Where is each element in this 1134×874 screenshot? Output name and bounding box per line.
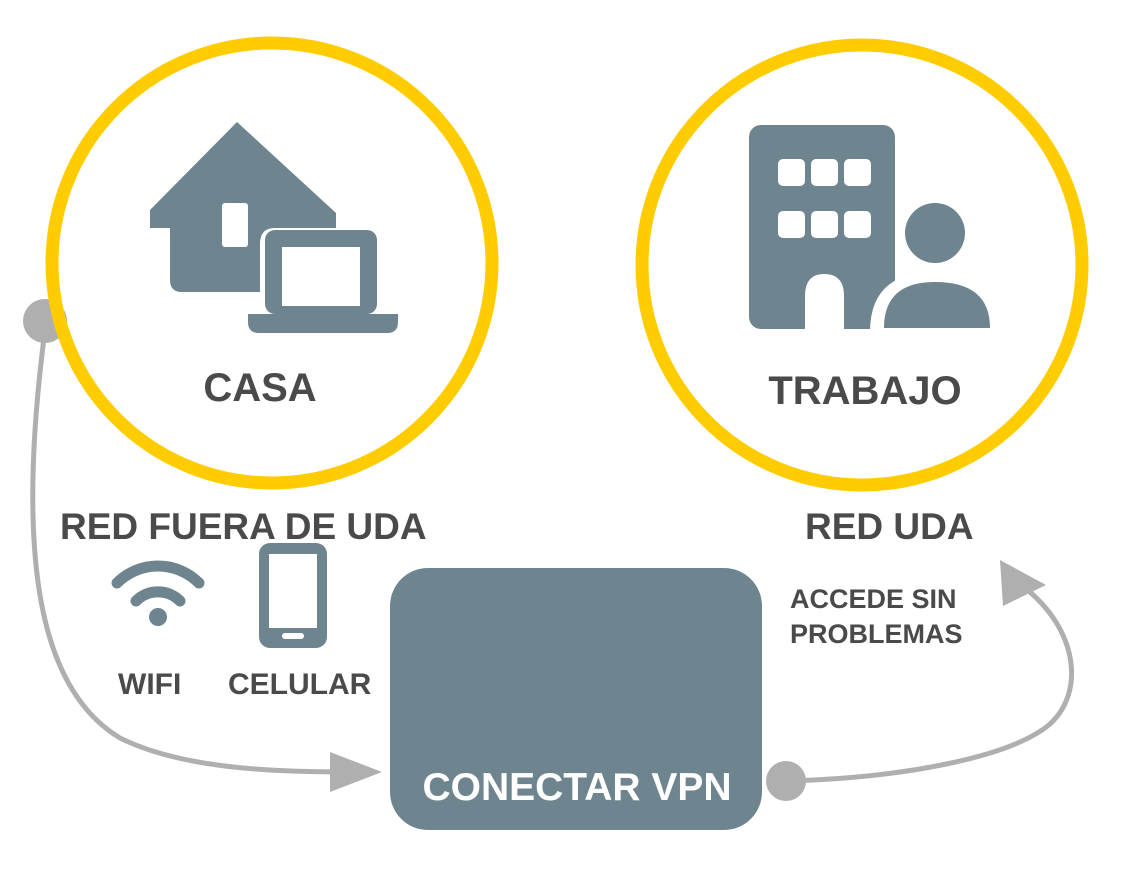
access-note: ACCEDE SIN PROBLEMAS [790, 582, 963, 651]
house-laptop-icon [150, 122, 398, 333]
work-title: TRABAJO [768, 369, 962, 413]
vpn-to-work-arrowhead [1000, 560, 1046, 606]
office-building-user-icon [749, 125, 1004, 332]
vpn-to-work-connector [783, 585, 1075, 784]
home-title: CASA [203, 366, 317, 410]
uda-network-label: RED UDA [805, 506, 974, 547]
access-note-line2: PROBLEMAS [790, 618, 963, 649]
vpn-connector-dot [766, 761, 806, 801]
connect-vpn-button[interactable] [390, 568, 762, 830]
house-laptop-icon-cutouts [222, 203, 360, 306]
access-note-line1: ACCEDE SIN [790, 584, 957, 614]
work-ring [635, 38, 1089, 492]
wifi-icon [111, 560, 205, 626]
external-network-label: RED FUERA DE UDA [60, 506, 427, 547]
home-to-vpn-arrowhead [330, 752, 382, 792]
home-to-vpn-connector [30, 327, 348, 775]
home-ring [45, 36, 499, 490]
wifi-label: WIFI [118, 668, 182, 701]
smartphone-icon [259, 543, 327, 648]
cellular-label: CELULAR [228, 668, 372, 701]
